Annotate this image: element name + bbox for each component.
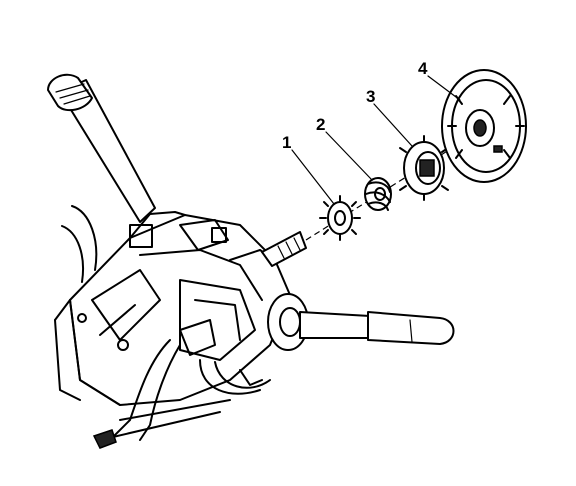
part-4-cover-plate xyxy=(441,69,527,183)
callout-leaders xyxy=(291,75,461,205)
tilt-lever xyxy=(47,73,156,223)
callout-4: 4 xyxy=(418,59,428,78)
callout-3: 3 xyxy=(366,87,375,106)
callout-1: 1 xyxy=(282,133,291,152)
column-housing xyxy=(54,205,291,406)
part-2-spring xyxy=(364,177,392,211)
part-1-gear xyxy=(319,195,361,241)
part-3-cam xyxy=(399,135,449,201)
turn-signal-lever xyxy=(267,293,455,351)
callout-2: 2 xyxy=(316,115,325,134)
wire-harness xyxy=(92,339,271,449)
steering-shaft xyxy=(261,231,307,267)
